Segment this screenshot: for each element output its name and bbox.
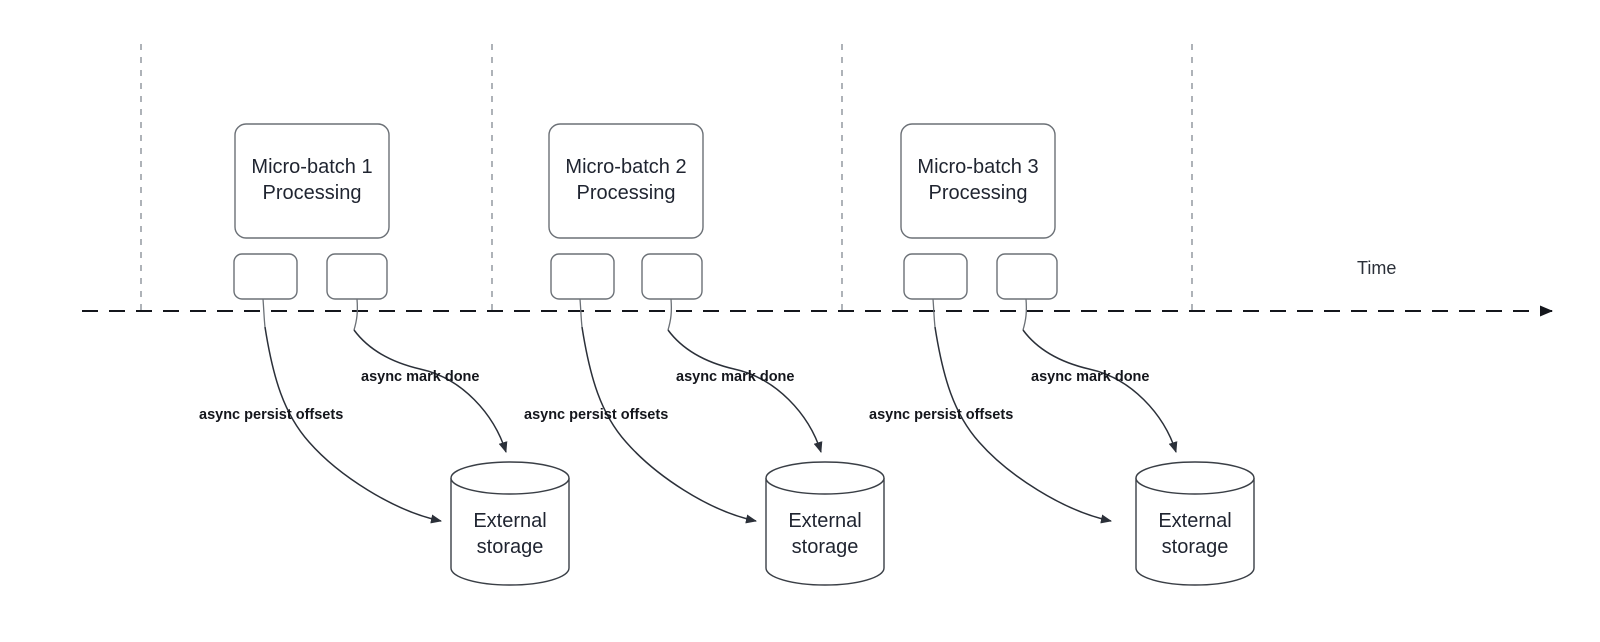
edge-label-persist-2: async persist offsets xyxy=(524,407,668,423)
edge-persist-3 xyxy=(934,326,1112,524)
edge-label-mark-done-1: async mark done xyxy=(361,369,479,385)
micro-batch-1-label-line1: Micro-batch 1 xyxy=(251,156,372,178)
external-storage-2[interactable] xyxy=(765,461,885,586)
external-storage-2-label-line1: External xyxy=(788,510,861,532)
micro-batch-3-label-line2: Processing xyxy=(929,182,1028,204)
micro-batch-3-label-line1: Micro-batch 3 xyxy=(917,156,1038,178)
micro-batch-2-box[interactable] xyxy=(548,123,704,239)
micro-batch-1-label-line2: Processing xyxy=(263,182,362,204)
task-1a-stem xyxy=(262,298,266,328)
edge-mark-done-1 xyxy=(353,329,508,453)
cylinder-top-3 xyxy=(1135,461,1255,495)
external-storage-1-label-line2: storage xyxy=(477,536,544,558)
external-storage-3-label-line1: External xyxy=(1158,510,1231,532)
cylinder-top-1 xyxy=(450,461,570,495)
edge-persist-2 xyxy=(581,326,757,524)
edge-label-persist-1: async persist offsets xyxy=(199,407,343,423)
edge-label-persist-3: async persist offsets xyxy=(869,407,1013,423)
edge-mark-done-2 xyxy=(667,329,823,453)
task-2b-box[interactable] xyxy=(641,253,703,300)
cylinder-top-2 xyxy=(765,461,885,495)
task-1a-box[interactable] xyxy=(233,253,298,300)
task-1b-box[interactable] xyxy=(326,253,388,300)
cylinder-body-2 xyxy=(765,478,885,586)
micro-batch-2-label-line1: Micro-batch 2 xyxy=(565,156,686,178)
external-storage-3[interactable] xyxy=(1135,461,1255,586)
micro-batch-1-box[interactable] xyxy=(234,123,390,239)
task-1b-stem xyxy=(353,298,359,331)
edge-label-mark-done-2: async mark done xyxy=(676,369,794,385)
task-3a-box[interactable] xyxy=(903,253,968,300)
time-axis-label: Time xyxy=(1357,258,1396,278)
external-storage-2-label-line2: storage xyxy=(792,536,859,558)
external-storage-1[interactable] xyxy=(450,461,570,586)
task-2a-box[interactable] xyxy=(550,253,615,300)
task-3b-box[interactable] xyxy=(996,253,1058,300)
external-storage-3-label-line2: storage xyxy=(1162,536,1229,558)
group-2: async persist offsets async mark done Mi… xyxy=(524,123,885,586)
micro-batch-3-box[interactable] xyxy=(900,123,1056,239)
cylinder-body-1 xyxy=(450,478,570,586)
task-3a-stem xyxy=(932,298,936,328)
task-2b-stem xyxy=(667,298,673,331)
group-3: async persist offsets async mark done Mi… xyxy=(869,123,1255,586)
task-3b-stem xyxy=(1022,298,1028,331)
group-1: async persist offsets async mark done Mi… xyxy=(199,123,570,586)
external-storage-1-label-line1: External xyxy=(473,510,546,532)
micro-batch-2-label-line2: Processing xyxy=(577,182,676,204)
task-2a-stem xyxy=(579,298,583,328)
edge-label-mark-done-3: async mark done xyxy=(1031,369,1149,385)
boundary-lines xyxy=(140,44,1193,311)
edge-persist-1 xyxy=(264,326,442,524)
edge-mark-done-3 xyxy=(1022,329,1178,453)
cylinder-body-3 xyxy=(1135,478,1255,586)
